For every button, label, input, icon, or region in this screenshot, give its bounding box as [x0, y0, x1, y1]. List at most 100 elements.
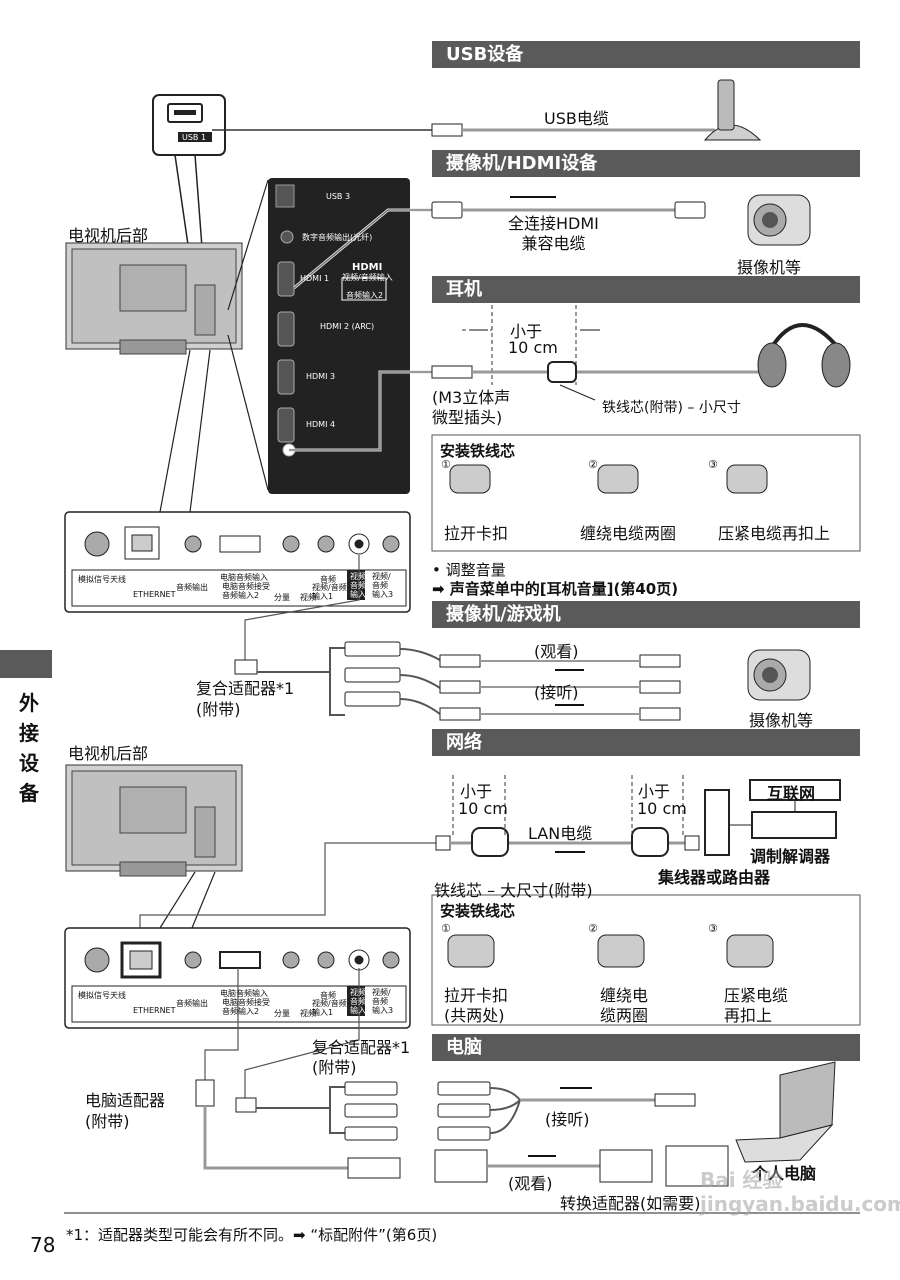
tv-rear-view-1 — [65, 242, 243, 355]
av-listen-label: (接听) — [534, 683, 579, 702]
usb-stick-icon — [717, 79, 735, 131]
panel-av-in2: 音频输入2 — [346, 291, 384, 300]
rear-panel-2-ports — [84, 941, 400, 979]
ferrite-step-images-1 — [449, 464, 768, 494]
section-headphones: 耳机 — [432, 276, 860, 303]
usb-port-label: USB 1 — [182, 133, 207, 142]
rp2-audio: 音频 — [320, 991, 336, 1000]
ferrite-large-2 — [631, 827, 669, 857]
camcorder-icon-2 — [747, 649, 811, 701]
av-device-label: 摄像机等 — [749, 711, 814, 730]
headphone-plug-label: (M3立体声 微型插头) — [432, 388, 511, 427]
tv-rear-label-2: 电视机后部 — [68, 744, 149, 763]
av-adapter-label: 复合适配器*1 (附带) — [196, 679, 295, 719]
step1-num-1: ① — [441, 458, 451, 471]
step3-num-1: ③ — [708, 458, 718, 471]
headphone-less-than: 小于 — [510, 322, 543, 341]
tv-rear-label-1: 电视机后部 — [68, 226, 149, 245]
laptop-icon — [735, 1061, 836, 1163]
section-usb: USB设备 — [432, 41, 860, 68]
lan-cable-label: LAN电缆 — [528, 824, 593, 843]
step2-num-1: ② — [588, 458, 598, 471]
rp1-antenna: 模拟信号天线 — [78, 575, 126, 584]
step1-label-2: 拉开卡扣 (共两处) — [444, 986, 509, 1025]
rp2-pc-audio-in2: 电脑音频接受 音频输入2 — [222, 998, 270, 1016]
rp1-audio-out: 音频输出 — [176, 583, 208, 592]
converter-label: 转换适配器(如需要) — [560, 1194, 701, 1213]
page-number: 78 — [30, 1233, 56, 1257]
watermark: Bai 经验 jingyan.baidu.com — [700, 1168, 900, 1216]
section-camera-game: 摄像机/游戏机 — [432, 601, 860, 628]
section-camera-hdmi: 摄像机/HDMI设备 — [432, 150, 860, 177]
step1-label-1: 拉开卡扣 — [444, 524, 509, 543]
panel-optical: 数字音频输出(光纤) — [302, 233, 373, 242]
rp1-pc-audio-in: 电脑音频输入 — [220, 573, 268, 582]
hub-router-icon — [704, 789, 730, 856]
side-tab-label: 外接设备 — [19, 691, 39, 805]
net-less-than-1: 小于 — [460, 782, 493, 801]
rp1-av-in3: 视频/ 音频 输入3 — [372, 572, 394, 599]
ferrite-step-images-2 — [447, 934, 774, 968]
panel-hdmi3: HDMI 3 — [306, 372, 336, 381]
hub-label: 集线器或路由器 — [658, 868, 771, 887]
step3-label-2: 压紧电缆 再扣上 — [724, 986, 789, 1025]
internet-label: 互联网 — [767, 784, 816, 803]
pc-av-adapter-label: 复合适配器*1 (附带) — [312, 1038, 411, 1077]
step2-label-1: 缠绕电缆两圈 — [580, 524, 677, 543]
panel-hdmi-logo: HDMI — [352, 262, 383, 273]
volume-menu-ref-text: 声音菜单中的[耳机音量](第40页) — [449, 580, 679, 598]
tv-rear-view-2 — [65, 764, 243, 877]
step2-num-2: ② — [588, 922, 598, 935]
hdmi-cable-label: 全连接HDMI 兼容电缆 — [508, 214, 599, 253]
panel-hdmi2: HDMI 2 (ARC) — [320, 322, 375, 331]
rp2-antenna: 模拟信号天线 — [78, 991, 126, 1000]
rp1-ethernet: ETHERNET — [133, 590, 176, 599]
rp1-av-in1: 视频/音频 输入1 — [312, 583, 347, 601]
net-distance-1: 10 cm — [458, 799, 508, 818]
panel-hdmi4: HDMI 4 — [306, 420, 336, 429]
install-title-1: 安装铁线芯 — [440, 442, 516, 460]
rp2-audio-out: 音频输出 — [176, 999, 208, 1008]
rp1-video: 视频 — [300, 593, 316, 602]
ferrite-large-1 — [471, 827, 509, 857]
rp2-ethernet: ETHERNET — [133, 1006, 176, 1015]
rp2-component: 分量 — [274, 1009, 290, 1018]
step1-num-2: ① — [441, 922, 451, 935]
ferrite-large-label: 铁线芯 – 大尺寸(附带) — [434, 881, 593, 900]
rp1-av-in2: 视频/ 音频 输入2 — [350, 572, 372, 599]
net-distance-2: 10 cm — [637, 799, 687, 818]
av-watch-label: (观看) — [534, 642, 579, 661]
section-network: 网络 — [432, 729, 860, 756]
side-tab-marker — [0, 650, 52, 678]
volume-adjust: • 调整音量 — [432, 561, 506, 579]
hdmi-side-panel — [268, 178, 410, 494]
modem-label: 调制解调器 — [750, 847, 831, 866]
net-less-than-2: 小于 — [638, 782, 671, 801]
panel-usb3: USB 3 — [326, 192, 351, 201]
panel-hdmi1: HDMI 1 — [300, 274, 330, 283]
step2-label-2: 缠绕电 缆两圈 — [600, 986, 649, 1025]
pc-label: 个人电脑 — [752, 1164, 817, 1183]
panel-av-in: 视频/音频输入 — [342, 273, 393, 282]
rp2-pc-audio-in: 电脑音频输入 — [220, 989, 268, 998]
rp2-video: 视频 — [300, 1009, 316, 1018]
rear-panel-1-ports — [84, 526, 400, 560]
install-title-2: 安装铁线芯 — [440, 902, 516, 920]
pc-listen-label: (接听) — [545, 1110, 590, 1129]
ferrite-small-label: 铁线芯(附带) – 小尺寸 — [602, 400, 741, 416]
rp2-av-in1: 视频/音频 输入1 — [312, 999, 347, 1017]
hdmi-device-label: 摄像机等 — [737, 258, 802, 277]
volume-menu-ref[interactable]: ➡ 声音菜单中的[耳机音量](第40页) — [432, 580, 679, 598]
headphone-distance: 10 cm — [508, 338, 558, 357]
rp2-av-in2: 视频/ 音频 输入2 — [350, 988, 372, 1015]
step3-num-2: ③ — [708, 922, 718, 935]
step3-label-1: 压紧电缆再扣上 — [718, 524, 831, 543]
rp2-av-in3: 视频/ 音频 输入3 — [372, 988, 394, 1015]
rp1-audio: 音频 — [320, 575, 336, 584]
headphones-icon — [757, 323, 851, 388]
usb-cable-label: USB电缆 — [544, 109, 609, 128]
footnote: *1：适配器类型可能会有所不同。➡ “标配附件”(第6页) — [66, 1226, 438, 1244]
rp1-pc-audio-in2: 电脑音频接受 音频输入2 — [222, 582, 270, 600]
rp1-component: 分量 — [274, 593, 290, 602]
